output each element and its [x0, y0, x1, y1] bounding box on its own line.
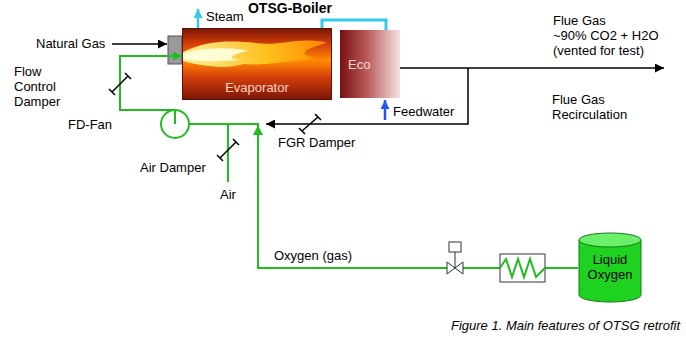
part-label: FD-Fan: [68, 117, 112, 132]
evaporator-section: Evaporator: [182, 28, 332, 100]
gas-arrow: [112, 43, 167, 45]
node-label: Liquid Oxygen: [578, 252, 642, 282]
flame-shape: [183, 41, 327, 67]
part-label: Flow Control Damper: [14, 64, 72, 109]
tank-top: [579, 233, 641, 247]
damper-symbol: [217, 139, 239, 161]
damper-symbol: [299, 114, 321, 134]
vaporizer: [500, 254, 545, 282]
stream-label: Flue Gas: [553, 13, 606, 28]
valve-symbol: [447, 262, 455, 274]
flame-core: [183, 48, 248, 61]
steam-arrow: [197, 9, 200, 28]
part-label: Air Damper: [140, 160, 206, 175]
vaporizer-coil: [500, 259, 545, 277]
flue-gas-duct: [400, 67, 664, 69]
stream-label: Natural Gas: [36, 36, 105, 51]
stream-label: Feedwater: [393, 104, 454, 119]
arrow-head: [253, 125, 263, 135]
stream-label: Flue Gas Recirculation: [552, 92, 644, 122]
figure-caption: Figure 1. Main features of OTSG retrofit: [451, 318, 680, 333]
fan-outlet: [174, 111, 176, 124]
stream-label: Steam: [206, 9, 244, 24]
stream-label: Air: [220, 187, 236, 202]
valve-symbol: [455, 262, 463, 274]
oxygen-tank: Liquid Oxygen: [578, 232, 642, 304]
tank-body: [579, 240, 641, 302]
node-label: Evaporator: [225, 80, 289, 95]
economizer-section: Eco: [340, 30, 400, 98]
line-label: Oxygen (gas): [272, 248, 354, 263]
burner: [168, 36, 182, 64]
valve-stem: [455, 252, 456, 268]
part-label: FGR Damper: [278, 135, 355, 150]
note-label: ~90% CO2 + H2O (vented for test): [553, 28, 677, 58]
diagram-title: OTSG-Boiler: [248, 0, 332, 16]
fan-symbol: [161, 110, 189, 138]
valve-actuator: [449, 242, 461, 252]
feedwater-arrow: [384, 100, 387, 120]
air-duct: [227, 124, 229, 182]
damper-symbol: [109, 73, 131, 95]
node-label: Eco: [348, 57, 370, 72]
